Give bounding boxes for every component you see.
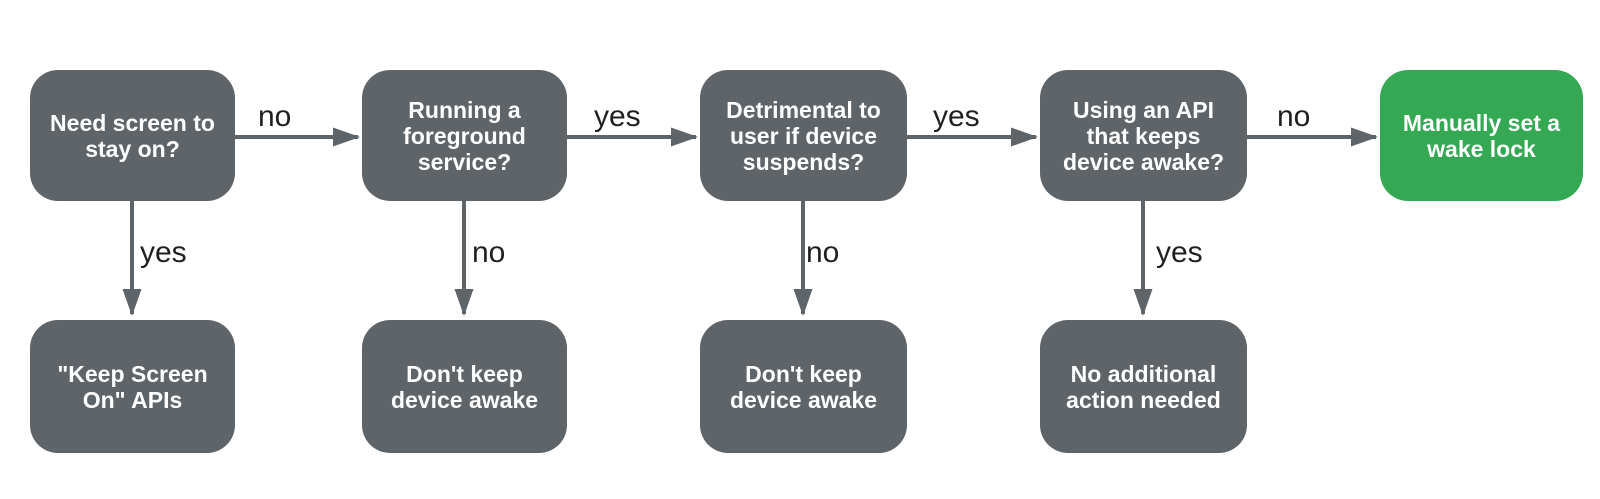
- edge-label-detrimental-yes: yes: [933, 100, 980, 133]
- node-label: Using an API that keeps device awake?: [1062, 96, 1225, 175]
- node-label: "Keep Screen On" APIs: [57, 360, 208, 413]
- edge-label-need-screen-no: no: [258, 100, 292, 133]
- node-keep-screen-on-apis: "Keep Screen On" APIs: [30, 320, 235, 453]
- node-no-additional-action: No additional action needed: [1040, 320, 1247, 453]
- node-label: Don't keep device awake: [390, 360, 539, 413]
- node-label: Don't keep device awake: [729, 360, 878, 413]
- node-label: Detrimental to user if device suspends?: [726, 96, 881, 175]
- node-using-wake-api: Using an API that keeps device awake?: [1040, 70, 1247, 201]
- edge-label-using-api-no: no: [1277, 100, 1311, 133]
- edge-label-need-screen-yes: yes: [140, 236, 187, 269]
- node-need-screen-to-stay-on: Need screen to stay on?: [30, 70, 235, 201]
- edge-label-foreground-no: no: [472, 236, 506, 269]
- node-running-foreground-service: Running a foreground service?: [362, 70, 567, 201]
- node-detrimental-if-suspends: Detrimental to user if device suspends?: [700, 70, 907, 201]
- node-label: Manually set a wake lock: [1402, 109, 1561, 162]
- node-label: Running a foreground service?: [403, 96, 526, 175]
- edge-label-foreground-yes: yes: [594, 100, 641, 133]
- node-label: No additional action needed: [1066, 360, 1221, 413]
- node-dont-keep-device-awake-2: Don't keep device awake: [700, 320, 907, 453]
- node-manually-set-wake-lock: Manually set a wake lock: [1380, 70, 1583, 201]
- edge-label-detrimental-no: no: [806, 236, 840, 269]
- node-label: Need screen to stay on?: [50, 109, 215, 162]
- edge-label-using-api-yes: yes: [1156, 236, 1203, 269]
- node-dont-keep-device-awake-1: Don't keep device awake: [362, 320, 567, 453]
